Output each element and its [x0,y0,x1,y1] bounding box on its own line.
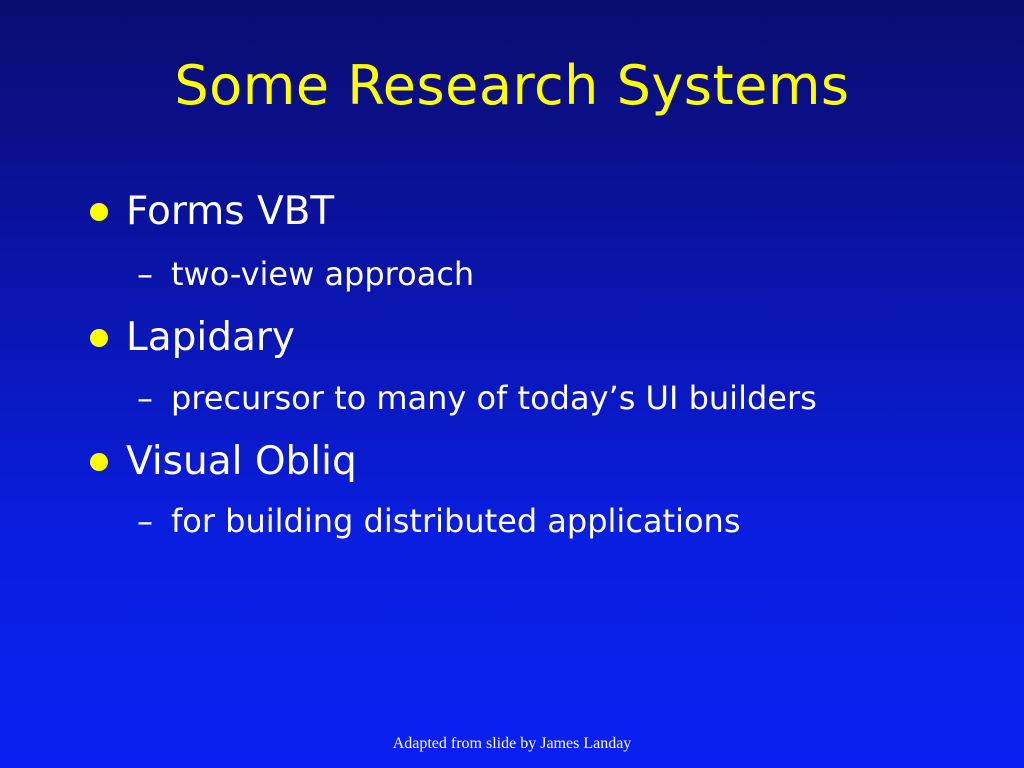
sub-bullet-item: – for building distributed applications [137,499,740,543]
bullet-item-visual-obliq: Visual Obliq [90,436,357,488]
sub-bullet-item: – precursor to many of today’s UI builde… [137,376,817,420]
dash-icon: – [137,379,153,417]
bullet-text: Visual Obliq [126,439,357,484]
bullet-dot-icon [90,329,108,347]
sub-bullet-text: two-view approach [171,255,475,293]
slide-title: Some Research Systems [174,54,850,117]
bullet-item-lapidary: Lapidary [90,312,295,364]
bullet-item-forms-vbt: Forms VBT [90,186,334,238]
bullet-text: Lapidary [126,315,295,360]
sub-bullet-text: precursor to many of today’s UI builders [171,379,817,417]
dash-icon: – [137,255,153,293]
sub-bullet-text: for building distributed applications [171,502,741,540]
bullet-text: Forms VBT [126,189,335,234]
bullet-dot-icon [90,203,108,221]
footer-credit: Adapted from slide by James Landay [392,735,632,752]
bullet-dot-icon [90,453,108,471]
dash-icon: – [137,502,153,540]
sub-bullet-item: – two-view approach [137,252,474,296]
